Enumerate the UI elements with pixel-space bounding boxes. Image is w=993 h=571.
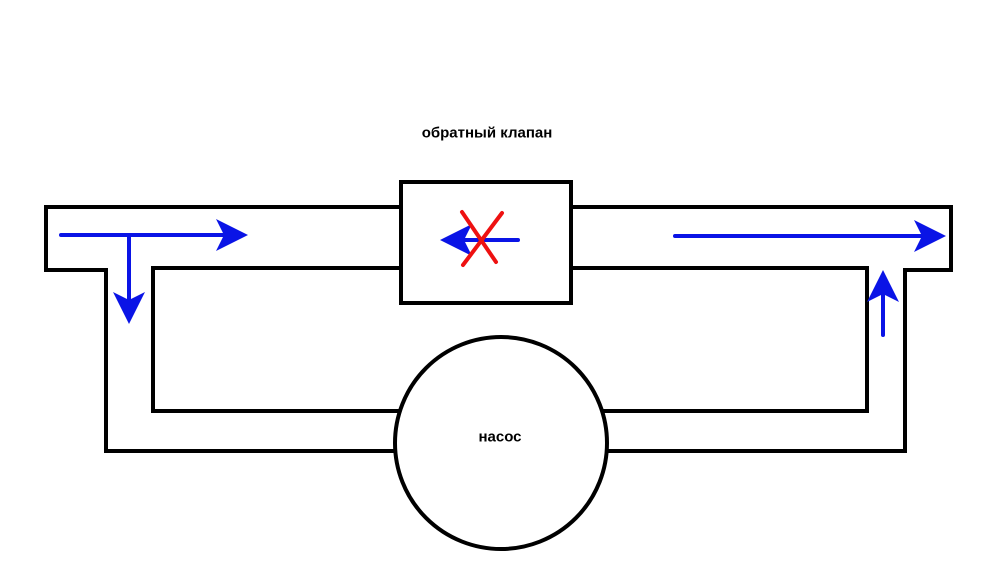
blocked-cross-icon [460, 210, 504, 267]
pump-label: насос [478, 428, 522, 446]
right-pipe-inner-wall [571, 266, 869, 413]
left-pipe-inner-wall [151, 266, 402, 413]
left-pipe-outer-wall [44, 205, 401, 453]
check-valve-box [399, 180, 573, 305]
check-valve-label: обратный клапан [421, 124, 553, 142]
pump-circle [393, 335, 609, 551]
right-pipe-outer-wall [571, 205, 953, 453]
